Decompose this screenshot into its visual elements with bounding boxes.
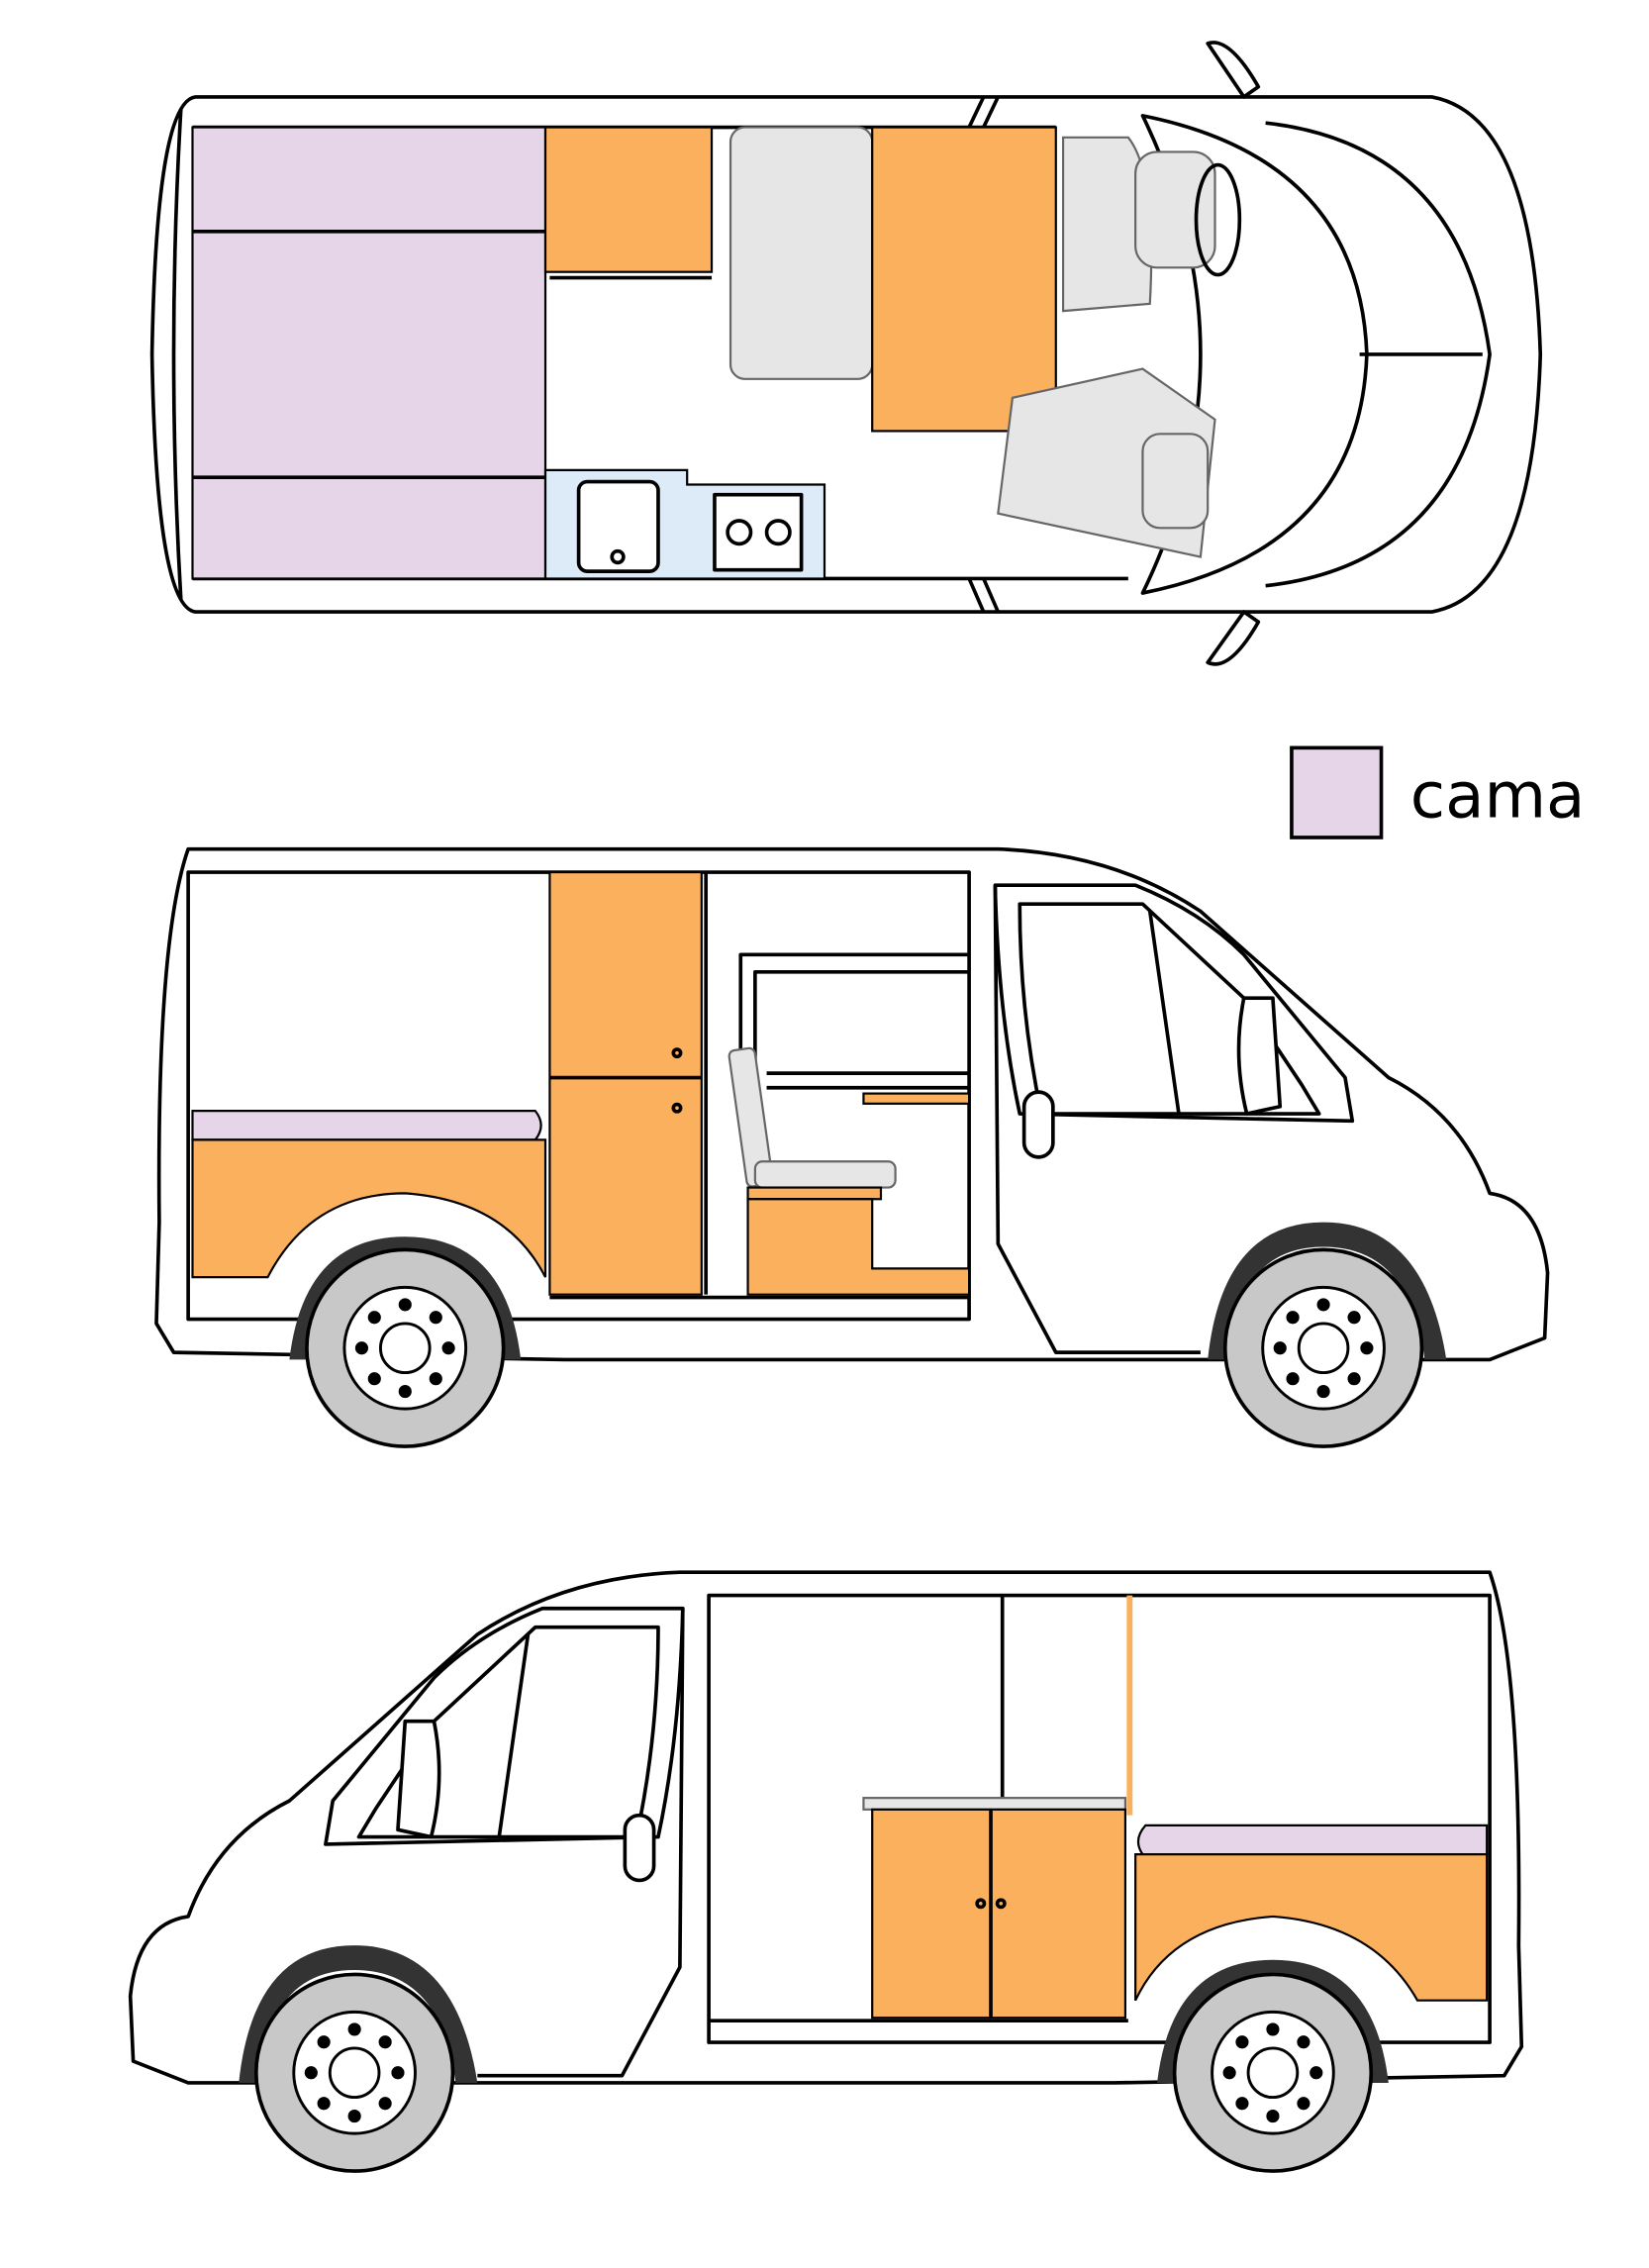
mirror-top-icon: [1206, 41, 1261, 99]
side1-bed: [191, 1110, 542, 1141]
mirror-bottom-icon: [1206, 610, 1261, 666]
lug-nut: [378, 2035, 392, 2049]
lug-nut: [378, 2097, 392, 2111]
top-cabinet: [543, 126, 714, 273]
wheel-rear-2: [1172, 1972, 1374, 2173]
wheel-lug-nuts: [304, 1298, 1374, 2123]
side2-door-handle: [623, 1813, 656, 1883]
legend: cama: [1290, 745, 1586, 839]
lug-nut: [1286, 1311, 1300, 1325]
side1-mirror: [1236, 996, 1283, 1116]
lug-nut: [1347, 1311, 1361, 1325]
side-view-right: [154, 846, 1550, 1448]
side2-bed: [1136, 1824, 1489, 1856]
sink-icon: [576, 479, 660, 573]
lug-nut: [317, 2035, 331, 2049]
top-view: [149, 41, 1543, 666]
lug-nut: [1316, 1385, 1330, 1399]
lug-nut: [347, 2022, 361, 2036]
lug-nut: [398, 1298, 412, 1312]
wheel-front-2: [253, 1972, 455, 2173]
side1-table: [862, 1092, 971, 1105]
wheel-rear: [305, 1247, 506, 1448]
lug-nut: [347, 2110, 361, 2123]
side2-rear-arch: [1157, 1959, 1389, 2083]
side1-seat-base: [746, 1198, 971, 1296]
lug-nut: [1286, 1372, 1300, 1386]
side2-kitchen-cabinet: [871, 1808, 1127, 2020]
side1-door-handle: [1021, 1090, 1055, 1159]
lug-nut: [429, 1311, 442, 1325]
legend-label: cama: [1410, 759, 1586, 834]
lug-nut: [429, 1372, 442, 1386]
wheel-front: [1222, 1247, 1424, 1448]
side-view-left: [128, 1570, 1524, 2173]
side2-front-arch: [239, 1945, 478, 2083]
lug-nut: [1273, 1341, 1287, 1355]
top-bench-seat: [728, 126, 874, 380]
side2-mirror: [396, 1719, 441, 1839]
lug-nut: [1347, 1372, 1361, 1386]
side2-countertop: [862, 1797, 1127, 1811]
lug-nut: [441, 1341, 455, 1355]
lug-nut: [1222, 2066, 1236, 2080]
top-bed: [191, 126, 547, 580]
lug-nut: [1316, 1298, 1330, 1312]
side2-bed-base: [1134, 1853, 1489, 2002]
side1-bed-base: [191, 1138, 547, 1279]
lug-nut: [391, 2066, 405, 2080]
lug-nut: [367, 1311, 381, 1325]
lug-nut: [317, 2097, 331, 2111]
lug-nut: [1235, 2035, 1249, 2049]
lug-nut: [1297, 2035, 1310, 2049]
top-windshield: [1140, 114, 1369, 595]
side1-tall-cabinet: [548, 870, 703, 1296]
lug-nut: [1360, 1341, 1374, 1355]
lug-nut: [354, 1341, 369, 1355]
lug-nut: [304, 2066, 318, 2080]
lug-nut: [1266, 2110, 1280, 2123]
top-table: [871, 126, 1057, 433]
lug-nut: [1266, 2022, 1280, 2036]
side1-seat-cushion: [753, 1160, 897, 1189]
lug-nut: [1310, 2066, 1323, 2080]
legend-swatch-bed: [1290, 745, 1384, 839]
lug-nut: [398, 1385, 412, 1399]
lug-nut: [1297, 2097, 1310, 2111]
side1-front-arch: [1208, 1222, 1447, 1360]
lug-nut: [367, 1372, 381, 1386]
lug-nut: [1235, 2097, 1249, 2111]
